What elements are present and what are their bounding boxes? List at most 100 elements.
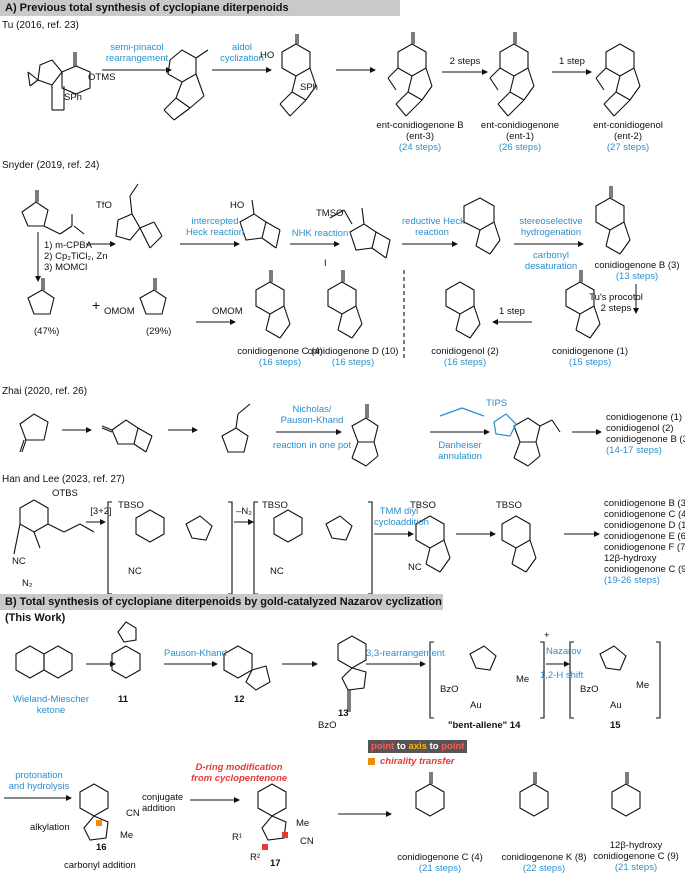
zhai-tips: TIPS [486,398,508,409]
tu-arrow-1 [102,67,172,73]
snyder-product-d: conidiogenone D (10)(16 steps) [307,346,399,368]
section-b-header: B) Total synthesis of cyclopiane diterpe… [0,594,443,624]
han-step1: [3+2] [90,506,112,517]
snyder-arrow-3 [290,241,340,247]
snyder-header: Snyder (2019, ref. 24) [2,160,100,171]
snyder-one-step: 1 step [499,306,525,317]
cmpd-16: 16 [96,842,107,853]
b-arrow-1 [86,661,116,667]
han-n2: N₂ [22,578,33,589]
tu-step3: 2 steps [449,56,481,67]
snyder-arrow-1 [86,241,116,247]
b-arrow-6 [4,795,72,801]
tu-int-sph: SPh [300,82,318,93]
tu-sm-sph: SPh [64,92,82,103]
b-me-16: Me [120,830,134,841]
cmpd-14: "bent-allene" 14 [448,720,521,731]
han-tbso-2: TBSO [262,500,288,511]
han-products: conidiogenone B (3) conidiogenone C (4) … [604,498,685,586]
b-product-c: conidiogenone C (4)(21 steps) [397,852,483,874]
han-tbso-3: TBSO [410,500,436,511]
b-bzo-15: BzO [580,684,599,695]
snyder-arrow-6 [196,319,236,325]
han-arrow-1 [86,519,106,525]
b-au-15: Au [610,700,622,711]
b-arrow-5 [546,661,570,667]
tu-arrow-3 [336,67,376,73]
snyder-plus: + [92,297,101,313]
chirality-transfer: chirality transfer [380,756,455,767]
snyder-structures [21,183,631,360]
han-arrow-5 [564,531,600,537]
snyder-product-conidiogenol: conidiogenol (2)(16 steps) [431,346,499,368]
chirality-square [368,758,375,765]
snyder-step-nhk: NHK reaction [291,228,349,239]
cmpd-12: 12 [234,694,245,705]
b-arrow-4 [366,661,426,667]
b-r2: R² [250,852,261,863]
b-arrow-3 [282,661,318,667]
snyder-product-conidiogenone: conidiogenone (1)(15 steps) [551,346,629,368]
han-tbso-1: TBSO [118,500,144,511]
b-step-nazarov: Nazarov [546,646,582,657]
tu-sm-otms: OTMS [88,72,116,83]
snyder-tfo: TfO [96,200,112,211]
tu-arrow-5 [552,69,592,75]
han-arrow-2 [234,519,254,525]
tu-product-ent1: ent-conidiogenone(ent-1)(26 steps) [480,120,560,153]
tu-header: Tu (2016, ref. 23) [2,20,79,31]
snyder-product-b: conidiogenone B (3)(13 steps) [594,260,680,282]
b-arrow-7 [190,797,240,803]
snyder-ho: HO [230,200,245,211]
b-me-15: Me [636,680,650,691]
tu-product-ent3: ent-conidiogenone B(ent-3)(24 steps) [376,120,464,153]
zhai-header: Zhai (2020, ref. 26) [2,386,88,397]
han-tbso-4: TBSO [496,500,522,511]
zhai-products: conidiogenone (1)conidiogenol (2)conidio… [606,412,685,456]
cmpd-13: 13 [338,708,349,719]
section-b-structures [15,621,661,850]
b-arrow-2 [164,661,218,667]
zhai-step1-b: reaction in one pot [272,440,352,451]
b-carbonyl-addition: carbonyl addition [64,860,136,871]
tu-arrow-2 [212,67,272,73]
b-me-17: Me [296,818,310,829]
han-nc-4: NC [408,562,422,573]
chirality-badge: point to axis to point [368,740,468,753]
zhai-structures [19,403,561,467]
snyder-omom-2: OMOM [212,306,243,317]
tu-arrow-4 [442,69,488,75]
snyder-arrow-5 [514,241,584,247]
han-lee-structures [13,499,537,595]
snyder-arrow-down [35,232,41,282]
zhai-arrow-3 [276,429,342,435]
han-nc-1: NC [12,556,26,567]
b-cn-17: CN [300,836,314,847]
b-bzo-13: BzO [318,720,337,731]
snyder-arrow-4 [402,241,458,247]
han-nc-2: NC [128,566,142,577]
b-step-shift: 1,2-H shift [540,670,584,681]
b-cn-16: CN [126,808,140,819]
snyder-arrow-7 [492,319,532,325]
snyder-yield-2: (29%) [146,326,172,337]
snyder-i: I [324,258,327,269]
han-nc-3: NC [270,566,284,577]
zhai-arrow-5 [572,429,602,435]
b-step-pk: Pauson-Khand [164,648,227,659]
tu-int-ho: HO [260,50,275,61]
zhai-step1: Nicholas/Pauson-Khand [280,404,344,426]
tu-step4: 1 step [559,56,585,67]
b-bzo-14: BzO [440,684,459,695]
